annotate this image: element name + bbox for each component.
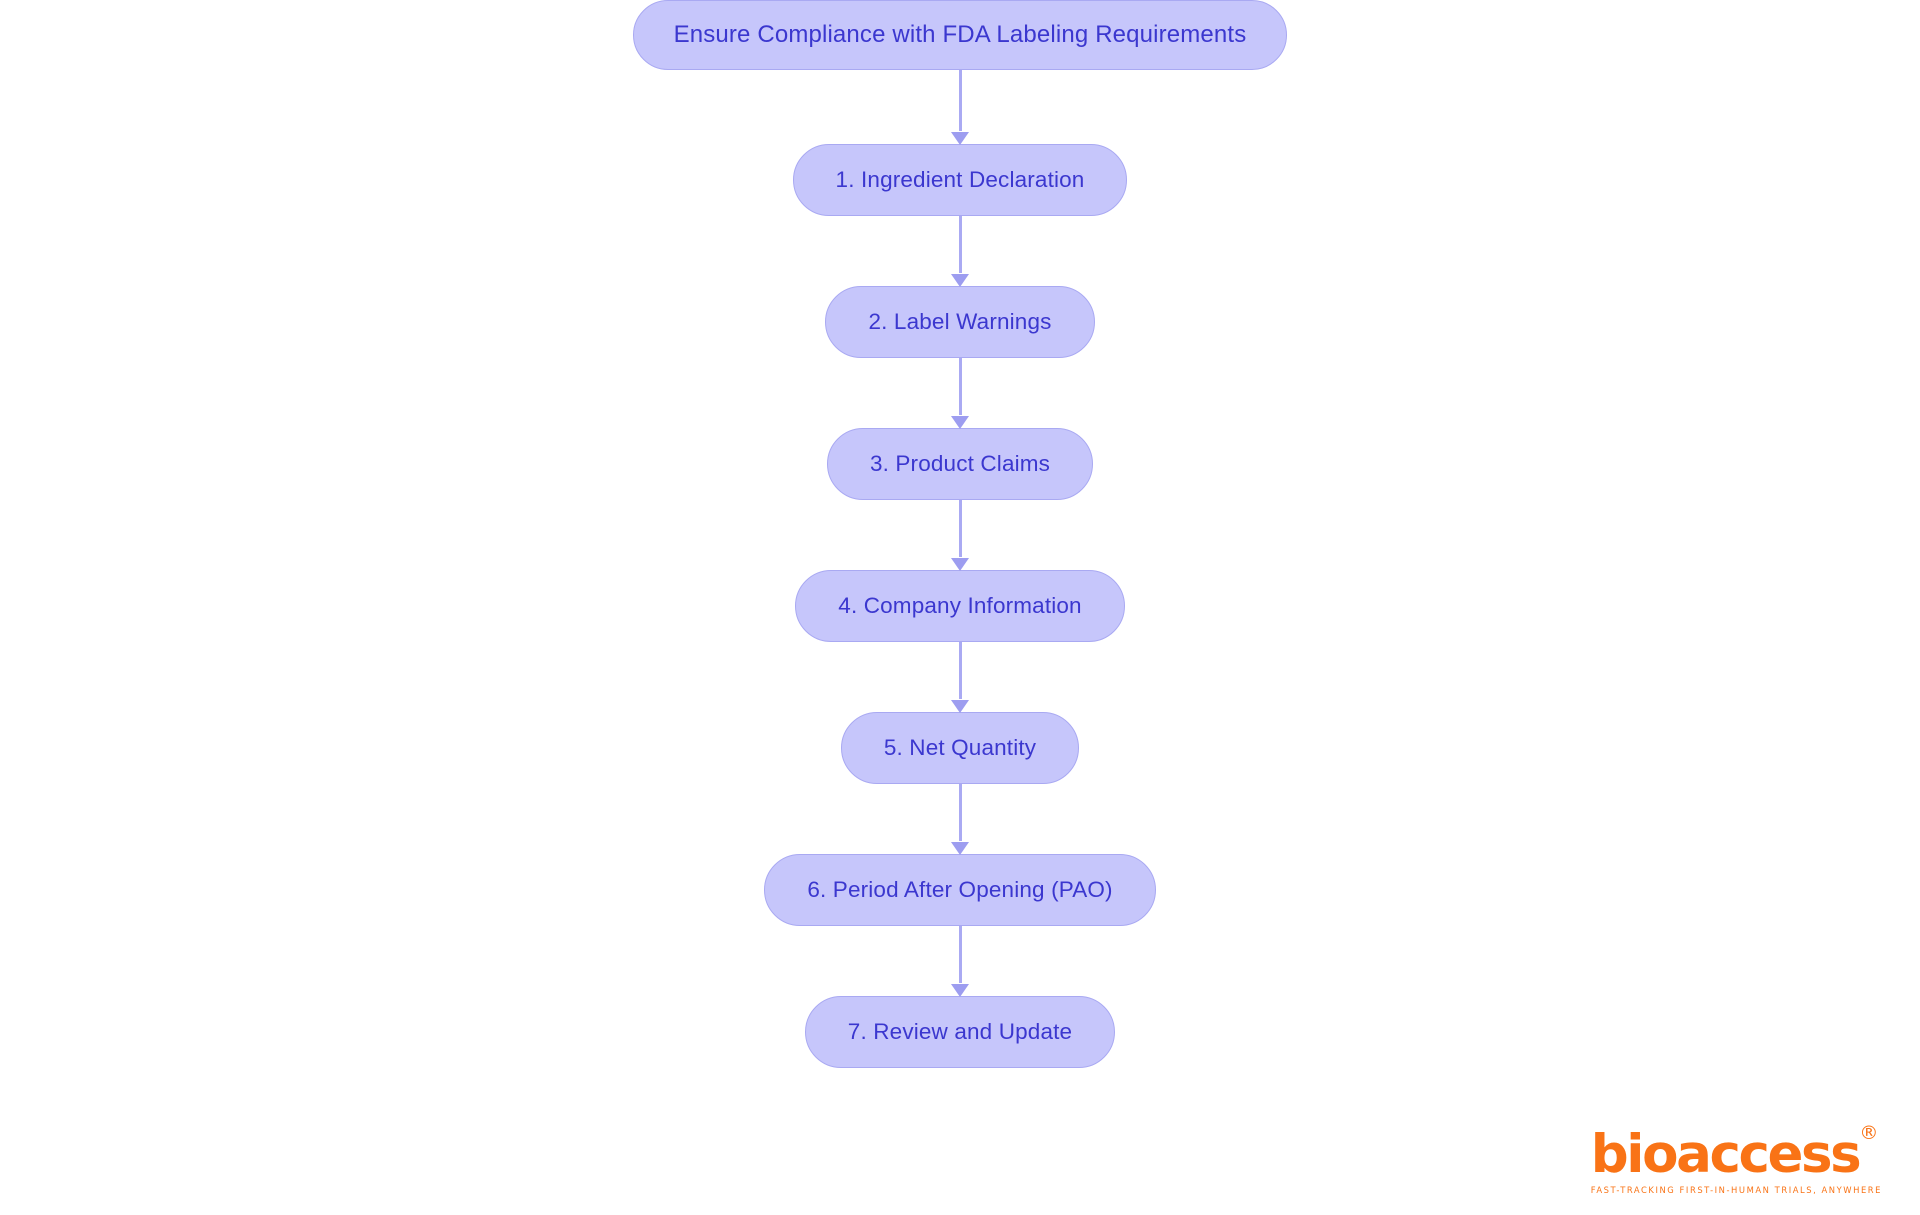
flowchart-node-label-warnings[interactable]: 2. Label Warnings: [825, 286, 1095, 358]
flowchart-row-step7: 7. Review and Update: [804, 996, 1116, 1068]
flowchart-connector-step1-to-step2: [940, 216, 980, 287]
flowchart-node-net-quantity[interactable]: 5. Net Quantity: [840, 712, 1080, 784]
connector-line: [958, 784, 962, 841]
connector-line: [958, 642, 962, 699]
flowchart-connector-step2-to-step3: [940, 358, 980, 429]
flowchart-row-step1: 1. Ingredient Declaration: [792, 144, 1128, 216]
flowchart-connector-root-to-step1: [940, 70, 980, 145]
bioaccess-tagline: FAST-TRACKING FIRST-IN-HUMAN TRIALS, ANY…: [1590, 1185, 1882, 1195]
flowchart-node-column: Ensure Compliance with FDA Labeling Requ…: [632, 0, 1288, 1068]
connector-line: [958, 216, 962, 273]
flowchart-row-root: Ensure Compliance with FDA Labeling Requ…: [632, 0, 1288, 70]
flowchart-row-step4: 4. Company Information: [795, 570, 1125, 642]
bioaccess-wordmark: bioaccess®: [1591, 1124, 1879, 1182]
flowchart-connector-step3-to-step4: [940, 500, 980, 571]
flowchart-row-step3: 3. Product Claims: [826, 428, 1094, 500]
flowchart-row-step2: 2. Label Warnings: [825, 286, 1095, 358]
connector-line: [958, 358, 962, 415]
arrow-head-icon: [951, 984, 969, 997]
registered-trademark-icon: ®: [1859, 1122, 1879, 1144]
arrow-head-icon: [951, 558, 969, 571]
arrow-head-icon: [951, 842, 969, 855]
bioaccess-wordmark-text: bioaccess: [1590, 1124, 1862, 1185]
flowchart-node-product-claims[interactable]: 3. Product Claims: [826, 428, 1094, 500]
bioaccess-logo: bioaccess® FAST-TRACKING FIRST-IN-HUMAN …: [1590, 1124, 1882, 1196]
flowchart-node-review-and-update[interactable]: 7. Review and Update: [804, 996, 1116, 1068]
flowchart-node-root[interactable]: Ensure Compliance with FDA Labeling Requ…: [632, 0, 1288, 70]
connector-line: [958, 926, 962, 983]
flowchart-connector-step5-to-step6: [940, 784, 980, 855]
arrow-head-icon: [951, 416, 969, 429]
flowchart-row-step6: 6. Period After Opening (PAO): [764, 854, 1156, 926]
flowchart-row-step5: 5. Net Quantity: [840, 712, 1080, 784]
flowchart-node-period-after-opening[interactable]: 6. Period After Opening (PAO): [764, 854, 1156, 926]
flowchart-node-company-information[interactable]: 4. Company Information: [795, 570, 1125, 642]
flowchart-connector-step6-to-step7: [940, 926, 980, 997]
flowchart-connector-step4-to-step5: [940, 642, 980, 713]
connector-line: [958, 70, 962, 131]
arrow-head-icon: [951, 132, 969, 145]
flowchart-node-ingredient-declaration[interactable]: 1. Ingredient Declaration: [792, 144, 1128, 216]
connector-line: [958, 500, 962, 557]
arrow-head-icon: [951, 274, 969, 287]
arrow-head-icon: [951, 700, 969, 713]
